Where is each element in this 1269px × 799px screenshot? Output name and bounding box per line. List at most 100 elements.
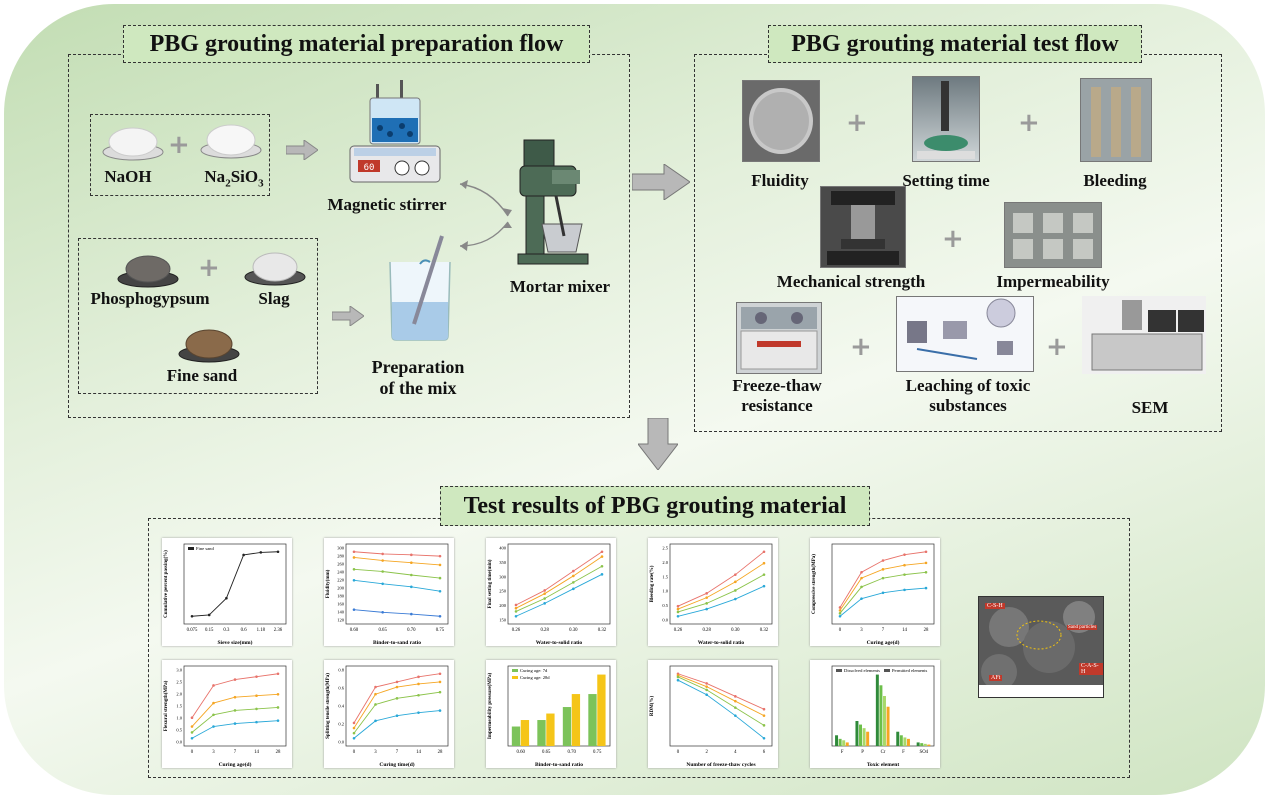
x-tick-label: P (861, 750, 864, 755)
series-line (353, 551, 441, 557)
bar (886, 706, 890, 746)
series-line (677, 676, 765, 726)
series-line (677, 679, 765, 739)
freeze-thaw-photo (736, 302, 822, 374)
data-point (352, 726, 356, 730)
series-line (677, 674, 765, 717)
naoh-label: NaOH (104, 167, 152, 186)
bar (896, 731, 900, 746)
x-axis-label: Binder-to-sand ratio (373, 640, 421, 646)
plot-frame (507, 665, 611, 747)
series-line (515, 565, 603, 612)
alkali-activator-box (90, 114, 270, 196)
plus-icon: + (168, 130, 190, 160)
series-line (515, 551, 603, 606)
bar (899, 735, 903, 746)
y-tick-label: 0.5 (176, 728, 182, 733)
y-tick-label: 220 (337, 578, 345, 583)
x-axis-label: Curing age(d) (219, 761, 252, 768)
y-axis-label: Compressive strength(MPa) (812, 554, 817, 614)
plot-frame (669, 665, 773, 747)
setting-time-photo (912, 76, 980, 162)
data-point (207, 613, 211, 617)
x-tick-label: 0 (839, 628, 842, 633)
sem-label-aft: AFt (989, 675, 1003, 681)
x-tick-label: 7 (234, 750, 237, 755)
x-tick-label: 0.3 (223, 628, 230, 633)
data-point (903, 563, 906, 567)
stirrer-display-text: 60 (364, 163, 375, 173)
bar (906, 738, 910, 746)
x-axis-label: Curing time(d) (379, 761, 414, 768)
data-point (276, 692, 280, 696)
series-line (191, 551, 279, 617)
data-point (705, 682, 708, 685)
x-tick-label: 0.26 (512, 628, 521, 633)
x-tick-label: Cr (881, 750, 886, 755)
x-tick-label: 0.65 (542, 750, 551, 755)
x-axis-label: Binder-to-sand ratio (535, 762, 583, 768)
data-point (410, 561, 413, 565)
data-point (352, 578, 356, 582)
data-point (352, 567, 356, 571)
na2sio3-base: Na (204, 167, 226, 186)
bar (883, 696, 886, 746)
data-point (676, 604, 680, 608)
x-axis-label: Curing age(d) (867, 639, 900, 646)
series-line (677, 585, 765, 617)
data-point (438, 589, 442, 593)
legend-label: Fine sand (196, 546, 214, 551)
data-point (734, 706, 737, 709)
series-line (677, 574, 765, 613)
data-point (374, 719, 377, 723)
data-point (395, 685, 399, 689)
freeze-thaw-label: Freeze-thaw resistance (714, 376, 840, 415)
fine-sand-label: Fine sand (166, 366, 238, 385)
leaching-line1: Leaching of toxic (905, 376, 1031, 395)
x-tick-label: 0.70 (568, 750, 577, 755)
data-point (705, 688, 708, 692)
data-point (600, 573, 604, 576)
data-point (395, 714, 399, 718)
data-point (255, 675, 258, 678)
data-point (676, 610, 680, 614)
bar (537, 720, 546, 746)
x-tick-label: SO4 (920, 750, 929, 755)
y-tick-label: 1.0 (662, 589, 668, 594)
data-point (233, 695, 237, 699)
y-tick-label: 240 (337, 570, 345, 575)
leaching-label: Leaching of toxic substances (880, 376, 1056, 415)
data-point (352, 736, 356, 740)
data-point (233, 678, 237, 681)
y-tick-label: 260 (337, 562, 345, 567)
data-point (676, 675, 680, 679)
data-point (705, 607, 708, 611)
x-tick-label: 0.70 (407, 628, 416, 633)
x-tick-label: F (841, 750, 844, 755)
plot-frame (831, 543, 935, 625)
arrow-right-icon (286, 140, 318, 160)
arrow-right-big-icon (632, 164, 690, 200)
data-point (276, 719, 280, 722)
preparation-label: Preparation of the mix (356, 357, 480, 398)
x-tick-label: 28 (924, 628, 929, 633)
x-tick-label: 0.32 (598, 628, 607, 633)
data-point (734, 597, 737, 601)
x-tick-label: 7 (396, 750, 399, 755)
x-tick-label: 0.75 (436, 628, 445, 633)
data-point (374, 692, 377, 696)
data-point (705, 592, 708, 595)
x-tick-label: 0.65 (378, 628, 387, 633)
x-axis-label: Water-to-solid ratio (536, 640, 583, 646)
data-point (381, 582, 384, 586)
data-point (514, 603, 518, 607)
na2sio3-sub2: 3 (258, 177, 264, 190)
data-point (255, 707, 258, 711)
data-point (255, 694, 258, 698)
result-chart-svg: Sieve size(mm)Cumulative percent passing… (164, 543, 287, 646)
bar (923, 743, 927, 746)
data-point (762, 584, 766, 588)
